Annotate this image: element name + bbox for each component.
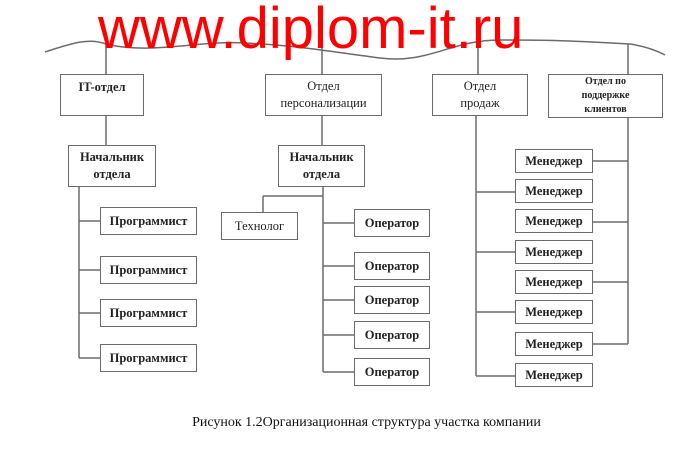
manager-box: Менеджер (515, 300, 593, 324)
manager-box: Менеджер (515, 179, 593, 203)
it-head: Начальник отдела (68, 145, 156, 187)
operator-box: Оператор (354, 252, 430, 280)
manager-box: Менеджер (515, 270, 593, 294)
manager-box: Менеджер (515, 240, 593, 264)
operator-box: Оператор (354, 209, 430, 237)
programmer-box: Программист (100, 207, 197, 235)
manager-box: Менеджер (515, 332, 593, 356)
programmer-box: Программист (100, 344, 197, 372)
watermark: www.diplom-it.ru (98, 0, 524, 61)
manager-box: Менеджер (515, 209, 593, 233)
personalization-head: Начальник отдела (278, 145, 365, 187)
dept-customer-support: Отдел по поддержке клиентов (548, 74, 663, 118)
operator-box: Оператор (354, 286, 430, 314)
operator-box: Оператор (354, 358, 430, 386)
manager-box: Менеджер (515, 363, 593, 387)
operator-box: Оператор (354, 321, 430, 349)
dept-sales: Отдел продаж (432, 74, 528, 116)
programmer-box: Программист (100, 299, 197, 327)
figure-caption: Рисунок 1.2Организационная структура уча… (192, 415, 541, 430)
dept-it: IT-отдел (60, 74, 144, 116)
dept-personalization: Отдел персонализации (265, 74, 382, 116)
technologist-box: Технолог (221, 212, 298, 240)
programmer-box: Программист (100, 256, 197, 284)
manager-box: Менеджер (515, 149, 593, 173)
wavy-top-line (44, 39, 666, 60)
